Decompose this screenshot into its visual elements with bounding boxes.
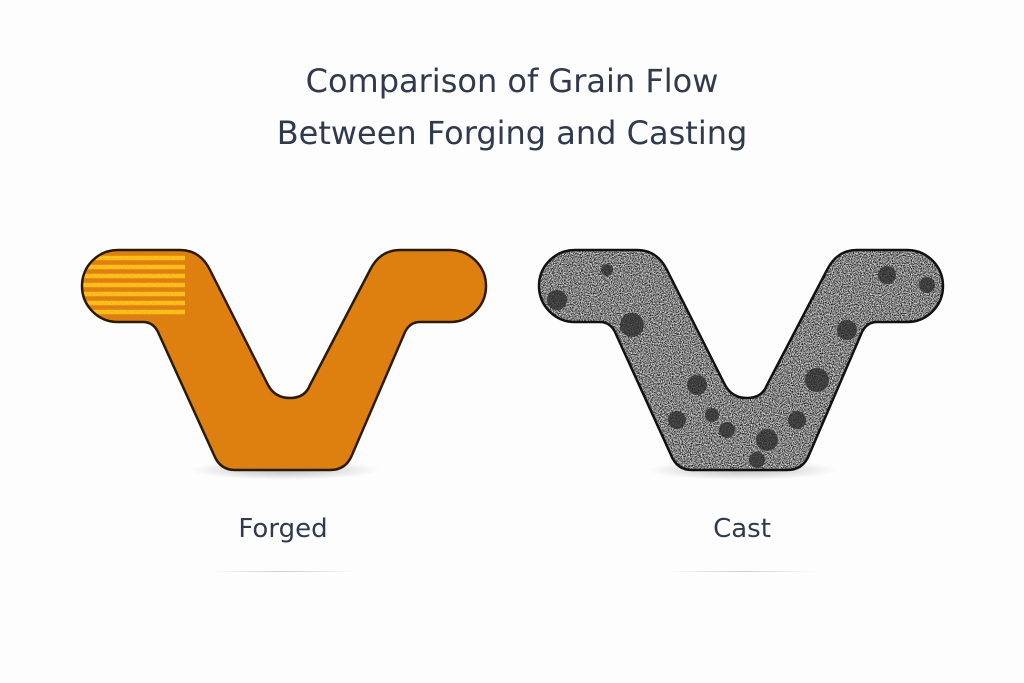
pore — [780, 293, 794, 307]
pore — [756, 429, 778, 451]
pore — [829, 412, 845, 428]
pore — [705, 408, 719, 422]
pore — [668, 411, 686, 429]
forged-divider — [208, 571, 358, 572]
pore — [547, 290, 567, 310]
pore — [919, 277, 935, 293]
pore — [719, 422, 735, 438]
pore — [749, 452, 765, 468]
pore — [620, 313, 644, 337]
pore — [601, 264, 613, 276]
forged-label: Forged — [238, 514, 328, 544]
cast-divider — [667, 571, 817, 572]
cast-label: Cast — [713, 514, 771, 544]
forged-part — [80, 248, 488, 472]
pore — [878, 266, 896, 284]
cast-part — [537, 248, 945, 472]
pore — [805, 368, 829, 392]
pore — [837, 320, 857, 340]
pore — [687, 375, 707, 395]
porosity-blobs — [547, 264, 935, 468]
title-line-2: Between Forging and Casting — [276, 114, 748, 152]
title-line-1: Comparison of Grain Flow — [305, 62, 719, 100]
pore — [788, 411, 806, 429]
